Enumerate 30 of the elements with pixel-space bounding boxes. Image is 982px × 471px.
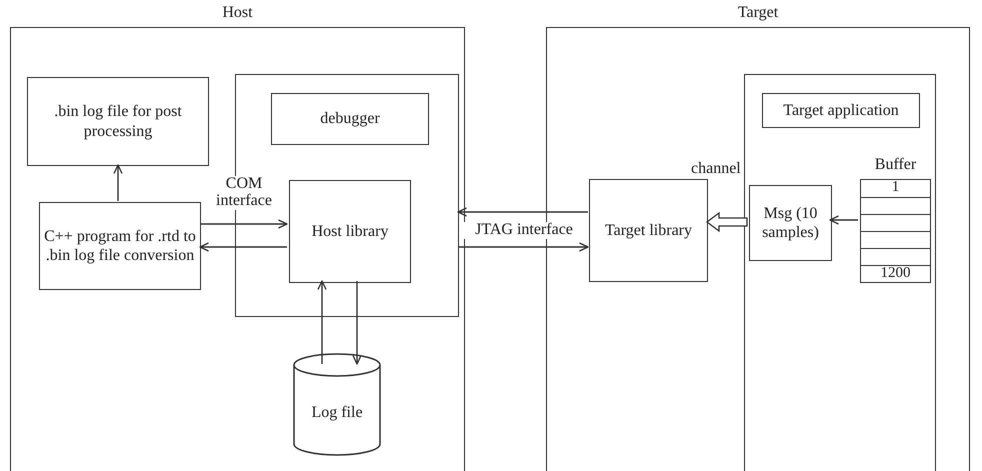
arrow (457, 207, 588, 217)
arrow (458, 242, 589, 252)
arrow (200, 219, 288, 229)
arrow (113, 164, 123, 201)
cylinder-label: Log file (310, 402, 364, 422)
arrow (352, 281, 362, 365)
process-box (27, 77, 209, 166)
buffer-heading: Buffer (874, 155, 918, 174)
process-box (762, 93, 920, 128)
box-label: debugger (319, 109, 381, 129)
process-box (39, 202, 201, 290)
arrow (199, 242, 287, 252)
arrow (829, 215, 858, 225)
arrow (317, 280, 327, 364)
hollow-arrow (706, 212, 748, 232)
box-label: Target application (782, 100, 900, 120)
channel-label: channel (691, 159, 741, 178)
box-label: .bin log file for post processing (53, 102, 183, 141)
buffer-slot-number: 1200 (861, 264, 930, 282)
box-label: Host library (310, 222, 390, 242)
box-label: Target library (604, 220, 693, 240)
group-title: Host (221, 3, 254, 22)
process-box (289, 180, 411, 283)
process-box (589, 179, 708, 282)
group-title: Target (736, 3, 780, 22)
database-cylinder (293, 353, 381, 456)
buffer-slot-number: 1 (890, 180, 900, 197)
box-label: C++ program for .rtd to .bin log file conversion (43, 226, 197, 266)
process-box (271, 93, 429, 145)
box-label: Msg (10 samples) (761, 204, 820, 242)
